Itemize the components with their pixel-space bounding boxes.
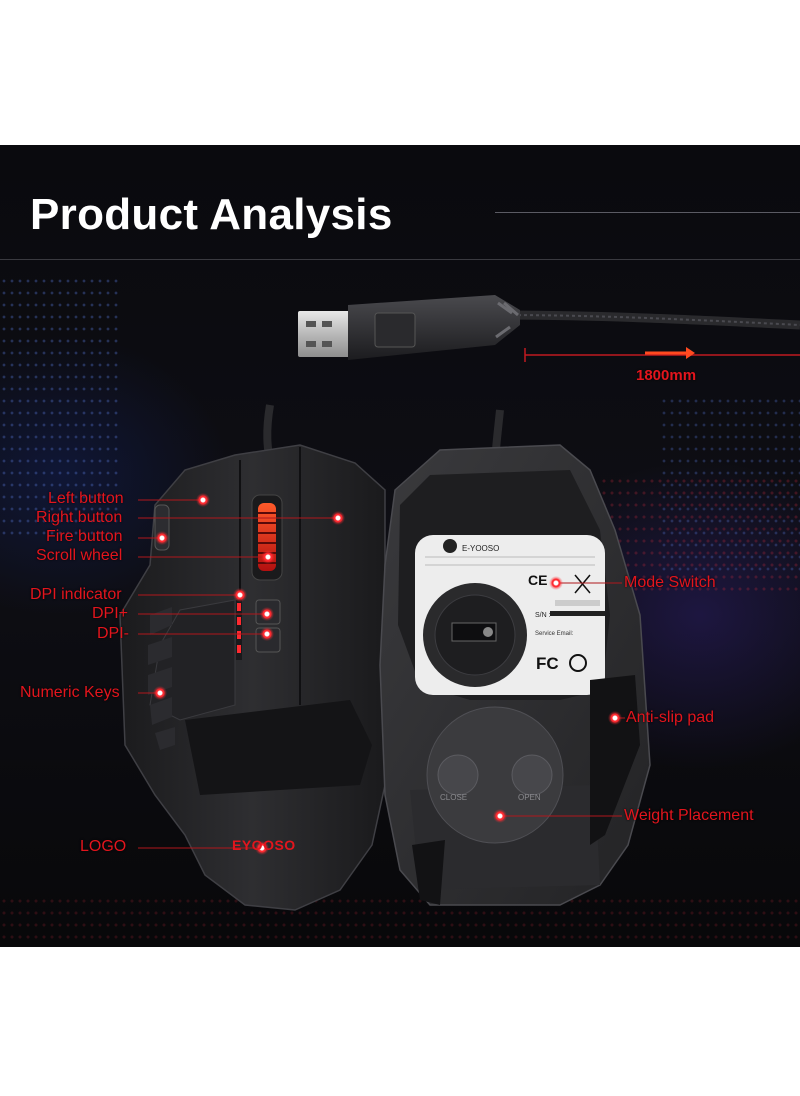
label-numeric-keys: Numeric Keys (20, 684, 120, 701)
label-dpi-indicator: DPI indicator (30, 586, 122, 603)
product-illustration: E-YOOSO S/N : Service Email: FC CE CLOSE… (119, 295, 800, 911)
dpi-minus-marker (260, 627, 274, 641)
svg-text:Service Email:: Service Email: (535, 631, 574, 637)
cable-length-label: 1800mm (636, 367, 697, 384)
label-weight-placement: Weight Placement (624, 807, 754, 824)
label-scroll-wheel: Scroll wheel (36, 547, 123, 564)
anti-slip-pad-marker (608, 711, 622, 725)
mouse-top-view (119, 444, 386, 911)
svg-text:S/N :: S/N : (535, 612, 551, 619)
label-right-button: Right button (36, 509, 123, 526)
weight-placement-marker (493, 809, 507, 823)
label-dpi-plus: DPI+ (92, 605, 129, 622)
label-dpi-minus: DPI- (97, 625, 129, 642)
product-panel: Product Analysis (0, 145, 800, 947)
left-button-marker (196, 493, 210, 507)
numeric-keys-marker (153, 686, 167, 700)
scroll-wheel-marker (261, 550, 275, 564)
logo-marker (255, 841, 269, 855)
fire-button-marker (155, 531, 169, 545)
svg-text:OPEN: OPEN (518, 793, 541, 802)
mouse-logo: EYOOSO (232, 837, 296, 853)
svg-text:CE: CE (528, 572, 547, 588)
page-title: Product Analysis (30, 190, 393, 239)
mouse-bottom-view: E-YOOSO S/N : Service Email: FC CE CLOSE… (379, 444, 651, 906)
right-button-marker (331, 511, 345, 525)
mode-switch-marker (549, 576, 563, 590)
dpi-plus-marker (260, 607, 274, 621)
label-mode-switch: Mode Switch (624, 574, 716, 591)
usb-plug (298, 295, 520, 360)
label-anti-slip-pad: Anti-slip pad (626, 709, 715, 726)
label-fire-button: Fire button (46, 528, 123, 545)
svg-text:E-YOOSO: E-YOOSO (462, 544, 499, 553)
label-logo: LOGO (80, 838, 127, 855)
svg-text:CLOSE: CLOSE (440, 793, 467, 802)
svg-text:FC: FC (536, 654, 559, 673)
label-left-button: Left button (48, 490, 124, 507)
title-divider-right (495, 212, 800, 213)
title-divider-full (0, 259, 800, 260)
dpi-indicator-marker (233, 588, 247, 602)
